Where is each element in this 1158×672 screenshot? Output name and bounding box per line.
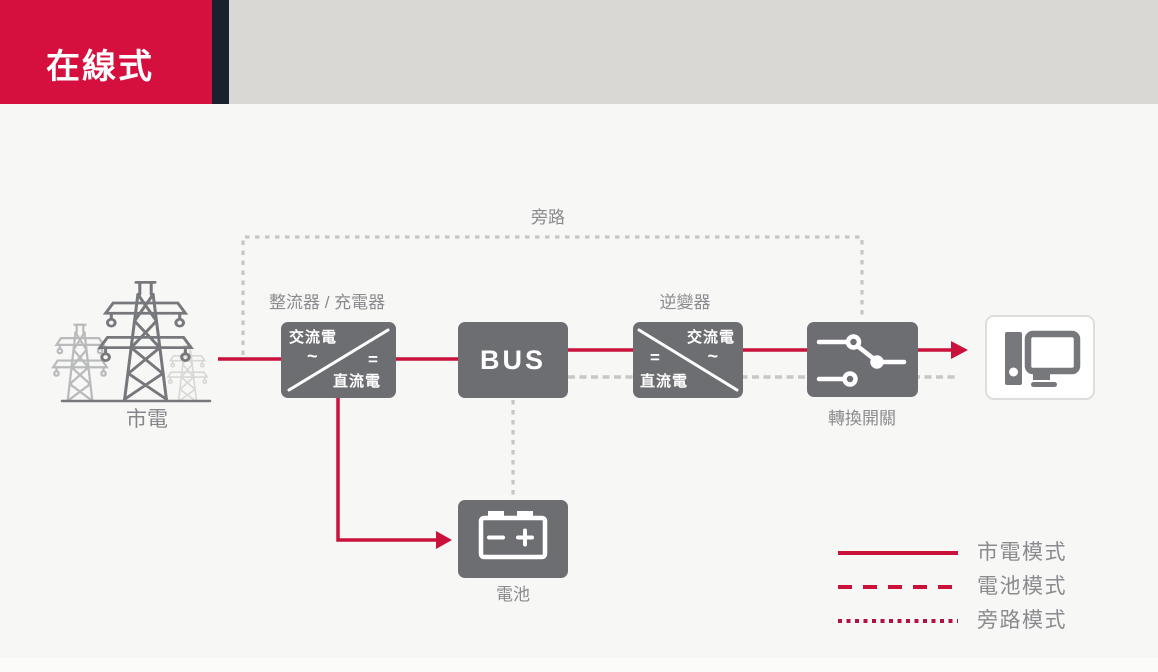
switch-label: 轉換開關 bbox=[828, 409, 896, 428]
footer-strip bbox=[0, 658, 1158, 672]
charger-flow-line bbox=[336, 396, 436, 542]
legend-item-utility-mode: 市電模式 bbox=[836, 540, 1067, 565]
battery-box bbox=[458, 500, 568, 578]
legend: 市電模式 電池模式 旁路模式 bbox=[836, 540, 1067, 633]
battery-arrow-icon bbox=[436, 531, 452, 549]
rectifier-box: 交流電 ~ = 直流電 bbox=[281, 322, 396, 398]
bus-text: BUS bbox=[479, 344, 546, 375]
power-tower-icon bbox=[51, 280, 212, 403]
load-box bbox=[985, 315, 1095, 400]
legend-label: 旁路模式 bbox=[977, 609, 1067, 632]
legend-label: 電池模式 bbox=[977, 575, 1067, 598]
battery-label: 電池 bbox=[496, 585, 530, 604]
switch-icon bbox=[816, 334, 907, 387]
computer-icon bbox=[1005, 330, 1081, 387]
output-arrow-icon bbox=[951, 341, 968, 359]
legend-label: 市電模式 bbox=[977, 541, 1067, 564]
rectifier-label: 整流器 / 充電器 bbox=[269, 293, 386, 312]
inverter-ac-symbol: ~ bbox=[707, 346, 719, 366]
bypass-label: 旁路 bbox=[531, 208, 565, 227]
legend-item-battery-mode: 電池模式 bbox=[836, 574, 1067, 599]
dc-ac-diagonal-icon bbox=[637, 328, 739, 392]
inverter-ac-text: 交流電 bbox=[686, 329, 735, 346]
ac-dc-diagonal-icon bbox=[287, 328, 390, 392]
header-accent-stripe bbox=[212, 0, 229, 104]
inverter-dc-symbol: = bbox=[650, 348, 661, 367]
inverter-dc-text: 直流電 bbox=[640, 373, 689, 390]
legend-item-bypass-mode: 旁路模式 bbox=[836, 608, 1067, 633]
transfer-switch-box bbox=[807, 322, 918, 397]
solid-line-swatch bbox=[838, 550, 958, 555]
rectifier-ac-text: 交流電 bbox=[289, 329, 338, 346]
rectifier-dc-symbol: = bbox=[368, 350, 379, 369]
header-band bbox=[229, 0, 1158, 104]
page-title: 在線式 bbox=[46, 48, 154, 86]
rectifier-ac-symbol: ~ bbox=[307, 346, 319, 366]
utility-label: 市電 bbox=[126, 408, 168, 431]
battery-icon bbox=[478, 511, 548, 560]
rectifier-dc-text: 直流電 bbox=[333, 373, 382, 390]
dashed-line-swatch bbox=[838, 584, 958, 589]
inverter-label: 逆變器 bbox=[659, 293, 711, 312]
dotted-line-swatch bbox=[838, 618, 958, 623]
inverter-box: 交流電 ~ = 直流電 bbox=[633, 322, 743, 398]
title-banner: 在線式 bbox=[0, 0, 212, 104]
bus-box: BUS bbox=[458, 322, 568, 398]
